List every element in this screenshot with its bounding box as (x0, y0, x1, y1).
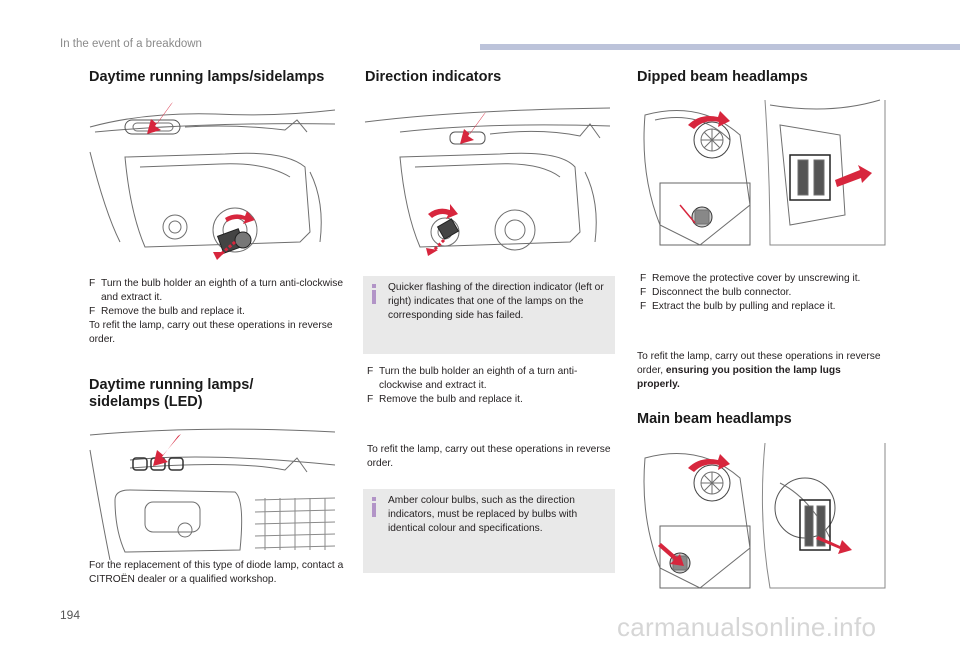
page-number: 194 (60, 608, 81, 622)
figure-main-beam (643, 442, 886, 589)
title-daytime-lamps: Daytime running lamps/sidelamps (89, 69, 325, 85)
refit-direction: To refit the lamp, carry out these opera… (367, 444, 611, 469)
info-box-quick-flashing: Quicker flashing of the direction indica… (363, 276, 615, 354)
watermark: carmanualsonline.info (617, 612, 877, 642)
header-bar (480, 44, 960, 50)
title-main-beam: Main beam headlamps (637, 411, 792, 427)
title-direction-indicators: Direction indicators (365, 69, 502, 85)
figure-daytime-led (89, 428, 336, 561)
led-text: For the replacement of this type of diod… (89, 560, 344, 585)
figure-dipped-beam (643, 99, 886, 246)
section-header: In the event of a breakdown (60, 38, 202, 50)
title-daytime-led: Daytime running lamps/ sidelamps (LED) (89, 377, 254, 410)
title-dipped-beam: Dipped beam headlamps (637, 69, 808, 85)
figure-direction-indicators (364, 107, 611, 256)
refit-text: To refit the lamp, carry out these opera… (89, 320, 333, 345)
figure-daytime-lamp (89, 102, 336, 260)
info-box-amber-bulbs: Amber colour bulbs, such as the directio… (363, 489, 615, 573)
refit-dipped-beam: To refit the lamp, carry out these opera… (637, 351, 881, 390)
